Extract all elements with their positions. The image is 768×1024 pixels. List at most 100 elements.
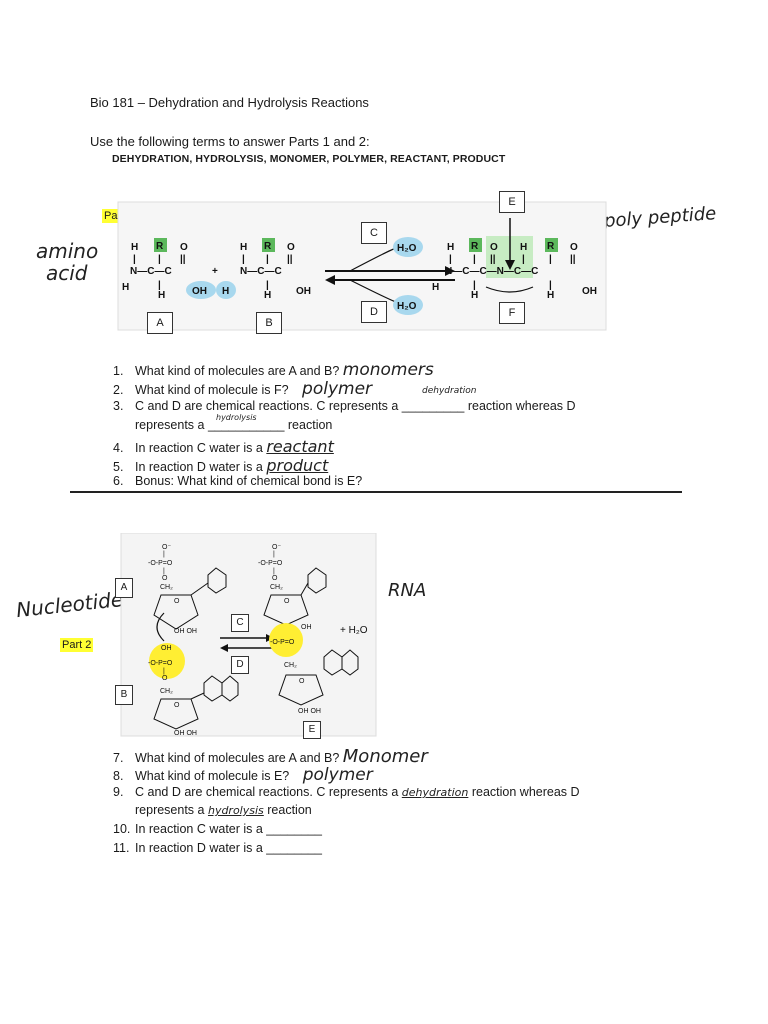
svg-text:N—C—C—N—C—C: N—C—C—N—C—C xyxy=(445,266,538,277)
svg-text:|: | xyxy=(549,254,552,265)
question-2: 2.What kind of molecule is F? polymer xyxy=(113,379,373,399)
r-group-highlight xyxy=(154,238,167,252)
svg-text:N—C—C: N—C—C xyxy=(130,266,172,277)
svg-text:O⁻: O⁻ xyxy=(162,544,171,551)
label-box-d: D xyxy=(361,301,387,323)
handwritten-word-amino: amino xyxy=(36,239,99,263)
bracket-f xyxy=(485,286,534,293)
answer-8: polymer xyxy=(302,765,373,785)
question-3-cont: represents a ___________ reaction xyxy=(135,418,333,432)
svg-text:+: + xyxy=(212,266,218,277)
svg-text:O: O xyxy=(272,575,278,582)
svg-text:OH: OH xyxy=(301,624,312,631)
forward-arrowhead xyxy=(445,266,455,276)
handwritten-word-acid: acid xyxy=(46,261,88,285)
svg-text:O: O xyxy=(180,242,188,253)
svg-text:H: H xyxy=(471,290,478,301)
label-box-b: B xyxy=(256,312,282,334)
svg-text:O: O xyxy=(287,242,295,253)
svg-text:-O-P=O: -O-P=O xyxy=(148,560,173,567)
label-box-f: F xyxy=(499,302,525,324)
svg-text:||: || xyxy=(570,254,576,265)
water-bubble xyxy=(186,281,216,299)
handwritten-amino-acid: amino acid xyxy=(36,240,98,284)
svg-text:|: | xyxy=(163,568,165,575)
svg-text:|: | xyxy=(163,551,165,558)
svg-text:O: O xyxy=(174,598,180,605)
answer-2: polymer xyxy=(302,379,373,399)
svg-text:||: || xyxy=(180,254,186,265)
handwritten-polypeptide: poly peptide xyxy=(603,203,717,232)
svg-text:O: O xyxy=(284,598,290,605)
svg-text:H: H xyxy=(264,290,271,301)
svg-text:H: H xyxy=(547,290,554,301)
svg-text:N—C—C: N—C—C xyxy=(240,266,282,277)
svg-text:O: O xyxy=(490,242,498,253)
label-box-e2: E xyxy=(303,721,321,739)
svg-text:H: H xyxy=(520,242,527,253)
answer-4: reactant xyxy=(266,437,334,456)
svg-text:-O-P=O: -O-P=O xyxy=(258,560,283,567)
svg-text:||: || xyxy=(490,254,496,265)
svg-text:CH₂: CH₂ xyxy=(270,584,283,591)
answer-7: Monomer xyxy=(342,746,428,767)
svg-text:R: R xyxy=(471,241,479,252)
svg-text:|: | xyxy=(549,280,552,291)
water-bubble-c xyxy=(393,237,423,257)
question-3: 3.C and D are chemical reactions. C repr… xyxy=(113,399,576,413)
svg-text:H₂O: H₂O xyxy=(397,301,417,312)
svg-text:|: | xyxy=(522,254,525,265)
part2-diagram: O⁻| -O-P=O|O CH₂ O OH OH OH -O-P=O|O CH₂… xyxy=(120,533,377,737)
reverse-arrowhead xyxy=(325,275,335,285)
svg-text:|: | xyxy=(473,254,476,265)
svg-text:OH OH: OH OH xyxy=(174,628,197,635)
part1-diagram: H R O |||| N—C—C H| H OH H + H R O |||| … xyxy=(117,201,607,331)
term-list: DEHYDRATION, HYDROLYSIS, MONOMER, POLYME… xyxy=(112,153,506,165)
svg-text:CH₂: CH₂ xyxy=(160,688,173,695)
svg-text:-O-P=O: -O-P=O xyxy=(270,639,295,646)
nucleotide-a: O⁻| -O-P=O|O CH₂ O OH OH xyxy=(148,544,227,642)
svg-text:OH: OH xyxy=(296,286,311,297)
svg-text:O: O xyxy=(174,702,180,709)
svg-text:H: H xyxy=(240,242,247,253)
svg-text:H: H xyxy=(447,242,454,253)
svg-text:H: H xyxy=(131,242,138,253)
label-box-e: E xyxy=(499,191,525,213)
water-bubble-d xyxy=(393,295,423,315)
section-divider xyxy=(70,491,682,493)
question-8: 8.What kind of molecule is E? polymer xyxy=(113,765,373,785)
answer-9b: hydrolysis xyxy=(207,804,264,817)
svg-text:|: | xyxy=(133,254,136,265)
svg-text:OH OH: OH OH xyxy=(298,708,321,715)
answer-3b: hydrolysis xyxy=(216,413,257,422)
question-4: 4.In reaction C water is a reactant xyxy=(113,437,334,456)
nucleotide-b: OH -O-P=O|O CH₂ O OH OH xyxy=(148,645,239,737)
question-5: 5.In reaction D water is a product xyxy=(113,456,329,475)
svg-text:R: R xyxy=(156,241,164,252)
label-box-b2: B xyxy=(115,685,133,705)
svg-text:|: | xyxy=(473,280,476,291)
svg-text:+ H₂O: + H₂O xyxy=(340,625,368,636)
svg-text:|: | xyxy=(242,254,245,265)
svg-text:R: R xyxy=(547,241,555,252)
label-box-c: C xyxy=(361,222,387,244)
question-11: 11.In reaction D water is a ________ xyxy=(113,841,322,855)
svg-text:R: R xyxy=(264,241,272,252)
answer-1: monomers xyxy=(342,360,434,380)
svg-text:O: O xyxy=(570,242,578,253)
amino-acid-b: H R O |||| N—C—C |H OH xyxy=(240,238,311,301)
svg-text:O: O xyxy=(162,575,168,582)
svg-text:H: H xyxy=(432,282,439,293)
part2-label: Part 2 xyxy=(60,638,94,652)
handwritten-rna: RNA xyxy=(388,580,427,601)
svg-text:OH OH: OH OH xyxy=(174,730,197,737)
question-9-cont: represents a hydrolysis reaction xyxy=(135,803,312,817)
instructions: Use the following terms to answer Parts … xyxy=(90,134,370,149)
answer-3: dehydration xyxy=(422,386,477,396)
svg-text:|: | xyxy=(266,254,269,265)
page-title: Bio 181 – Dehydration and Hydrolysis Rea… xyxy=(90,95,369,110)
svg-text:H: H xyxy=(222,286,229,297)
svg-text:O: O xyxy=(162,675,168,682)
amino-acid-a: H R O |||| N—C—C H| H OH H + xyxy=(122,238,236,301)
svg-text:H₂O: H₂O xyxy=(397,243,417,254)
